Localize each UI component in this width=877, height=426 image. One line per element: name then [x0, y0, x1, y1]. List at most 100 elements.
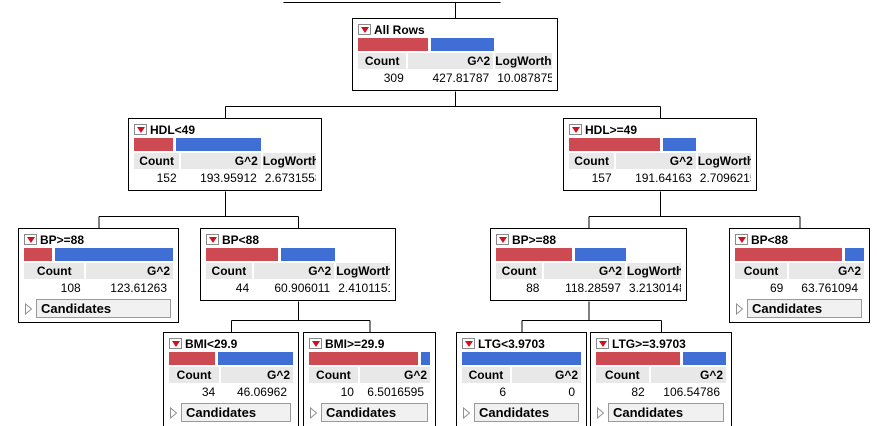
node-title: BP>=88 — [40, 232, 85, 247]
red-triangle-menu-icon[interactable] — [134, 124, 147, 135]
candidates-button[interactable]: Candidates — [181, 403, 291, 422]
candidates-row: Candidates — [24, 299, 173, 318]
triangle-glyph — [571, 126, 580, 133]
candidates-button[interactable]: Candidates — [321, 403, 428, 422]
blue-proportion-segment — [175, 138, 262, 151]
node-title-row: BP>=88 — [24, 231, 173, 248]
node-title-row: All Rows — [358, 21, 552, 38]
candidates-button[interactable]: Candidates — [608, 403, 724, 422]
cell-value: 44 — [235, 281, 250, 295]
red-triangle-menu-icon[interactable] — [569, 124, 582, 135]
node-title: HDL<49 — [150, 122, 196, 137]
column-header: LogWorth — [262, 153, 316, 169]
node-title-row: HDL>=49 — [569, 121, 751, 138]
column-header: Count — [309, 367, 358, 383]
red-proportion-segment — [206, 248, 278, 261]
disclosure-triangle-icon[interactable] — [596, 406, 605, 419]
disclosure-triangle-icon[interactable] — [735, 302, 744, 315]
disclosure-triangle-icon[interactable] — [309, 406, 318, 419]
column-header: Count — [24, 263, 85, 279]
cell-value: 46.06962 — [236, 385, 287, 399]
red-triangle-menu-icon[interactable] — [309, 338, 322, 349]
candidates-button[interactable]: Candidates — [36, 299, 171, 318]
column-header: Count — [358, 53, 407, 69]
cell-value: 10.087875 — [497, 71, 552, 85]
column-header: G^2 — [220, 367, 293, 383]
cell-value: 34 — [201, 385, 216, 399]
column-header: G^2 — [511, 367, 581, 383]
red-proportion-segment — [24, 248, 52, 261]
cell-value: 123.61263 — [110, 281, 167, 295]
candidates-row: Candidates — [169, 403, 293, 422]
triangle-glyph — [208, 236, 217, 243]
node-title-row: BP>=88 — [496, 231, 681, 248]
node-title-row: BP<88 — [735, 231, 864, 248]
candidates-button[interactable]: Candidates — [747, 299, 862, 318]
response-proportion-bar — [596, 352, 726, 365]
column-header: LogWorth — [336, 263, 390, 279]
response-proportion-bar — [358, 38, 494, 51]
blue-proportion-segment — [54, 248, 173, 261]
column-header: G^2 — [253, 263, 335, 279]
blue-proportion-segment — [420, 352, 430, 365]
candidates-row: Candidates — [596, 403, 726, 422]
node-title-row: HDL<49 — [134, 121, 316, 138]
red-triangle-menu-icon[interactable] — [735, 234, 748, 245]
response-proportion-bar — [24, 248, 173, 261]
red-triangle-menu-icon[interactable] — [462, 338, 475, 349]
blue-proportion-segment — [431, 38, 494, 51]
node-title: BP>=88 — [512, 232, 557, 247]
cell-value: 60.906011 — [274, 281, 331, 295]
candidates-button[interactable]: Candidates — [474, 403, 579, 422]
triangle-glyph — [311, 340, 320, 347]
column-header: G^2 — [408, 53, 494, 69]
node-title: LTG>=3.9703 — [612, 336, 686, 351]
node-title-row: BMI<29.9 — [169, 335, 293, 352]
red-proportion-segment — [134, 138, 173, 151]
disclosure-triangle-icon[interactable] — [462, 406, 471, 419]
red-proportion-segment — [169, 352, 215, 365]
disclosure-triangle-icon[interactable] — [24, 302, 33, 315]
disclosure-triangle-icon[interactable] — [169, 406, 178, 419]
red-proportion-segment — [496, 248, 572, 261]
column-header: LogWorth — [626, 263, 681, 279]
node-title: HDL>=49 — [585, 122, 638, 137]
node-title: All Rows — [374, 22, 425, 37]
node-title: BMI>=29.9 — [325, 336, 385, 351]
node-title: BMI<29.9 — [185, 336, 238, 351]
column-header: Count — [134, 153, 180, 169]
column-header: Count — [496, 263, 543, 279]
blue-proportion-segment — [682, 352, 726, 365]
blue-proportion-segment — [280, 248, 335, 261]
triangle-glyph — [360, 26, 369, 33]
red-triangle-menu-icon[interactable] — [358, 24, 371, 35]
red-triangle-menu-icon[interactable] — [496, 234, 509, 245]
red-proportion-segment — [569, 138, 660, 151]
red-triangle-menu-icon[interactable] — [24, 234, 37, 245]
red-triangle-menu-icon[interactable] — [206, 234, 219, 245]
column-header: G^2 — [789, 263, 864, 279]
cell-value: 88 — [526, 281, 540, 295]
cell-value: 152 — [156, 171, 177, 185]
red-triangle-menu-icon[interactable] — [169, 338, 182, 349]
column-header: Count — [206, 263, 252, 279]
triangle-glyph — [136, 126, 145, 133]
column-header: G^2 — [86, 263, 173, 279]
triangle-glyph — [498, 236, 507, 243]
candidates-row: Candidates — [309, 403, 430, 422]
node-title: BP<88 — [751, 232, 789, 247]
red-triangle-menu-icon[interactable] — [596, 338, 609, 349]
